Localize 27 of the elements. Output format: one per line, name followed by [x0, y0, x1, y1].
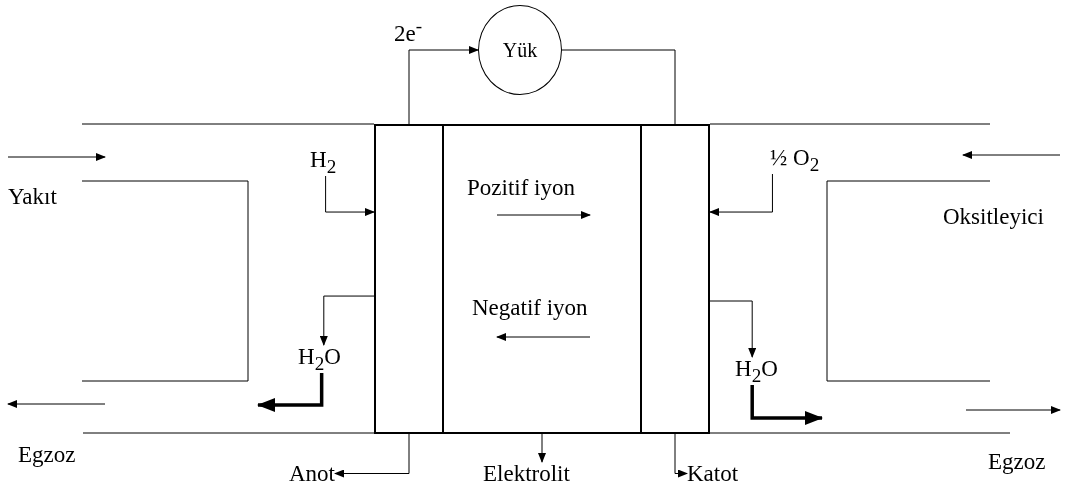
flow-label: Yakıt: [8, 185, 57, 208]
leader-line: [334, 433, 410, 478]
ion-label: Pozitif iyon: [467, 176, 575, 199]
leader-line: [674, 433, 688, 478]
flow-label: Oksitleyici: [943, 205, 1044, 228]
electrode-layer: [374, 124, 444, 434]
part-label: Elektrolit: [483, 462, 570, 485]
leader-line: [538, 433, 546, 463]
arrow: [325, 175, 375, 217]
flow-label: Egzoz: [988, 450, 1046, 473]
edge-label: 2e$^{-}$: [394, 16, 423, 45]
arrow: [709, 300, 757, 358]
part-label: Katot: [687, 462, 739, 485]
flow-label: Egzoz: [18, 443, 76, 466]
ion-label: Negatif iyon: [472, 296, 588, 319]
substance-label: H$_{2}$O: [735, 357, 778, 385]
arrow: [257, 373, 324, 412]
part-label: Anot: [289, 462, 335, 485]
arrow: [408, 46, 479, 125]
electrode-layer: [640, 124, 710, 434]
arrow: [709, 173, 773, 217]
electrolyte-layer: [442, 124, 642, 434]
arrow: [750, 385, 823, 425]
arrow: [319, 295, 375, 346]
substance-label: H$_{2}$O: [298, 345, 341, 373]
substance-label: ½ O$_{2}$: [770, 146, 820, 174]
substance-label: H$_{2}$: [310, 148, 337, 176]
